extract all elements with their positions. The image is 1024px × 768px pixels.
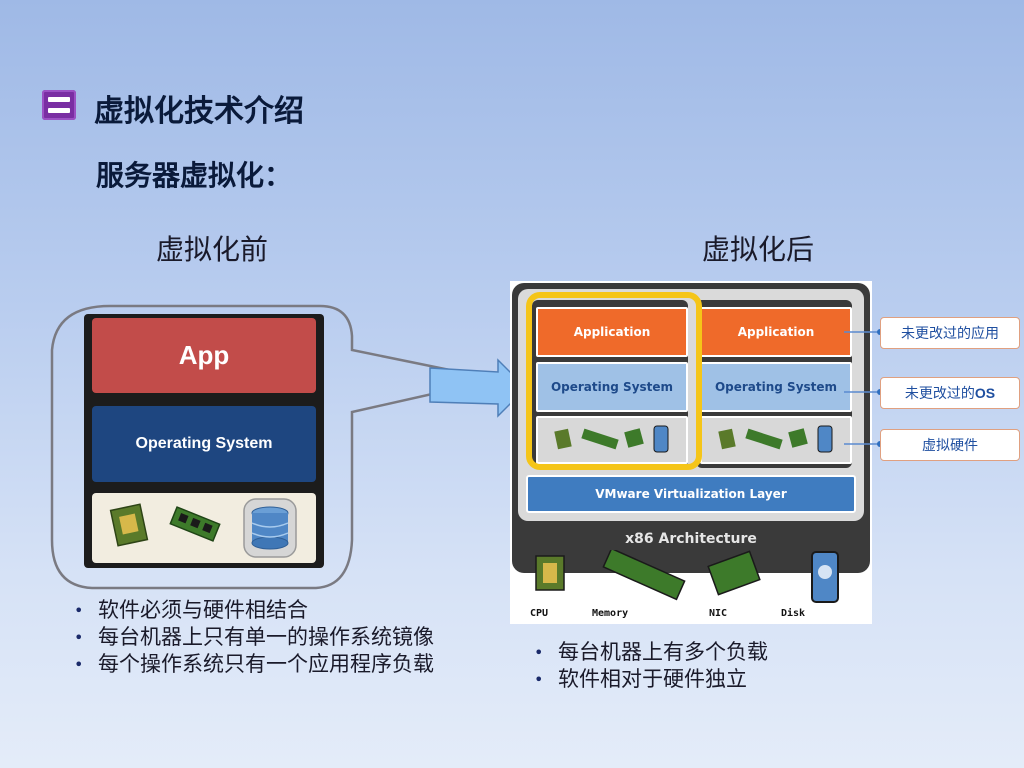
vm2-virtual-hardware xyxy=(700,416,852,464)
virtual-hardware-icons xyxy=(554,425,669,453)
list-item: 每个操作系统只有一个应用程序负载 xyxy=(72,651,434,678)
slide-title: 虚拟化技术介绍 xyxy=(94,94,304,129)
vm1-virtual-hardware xyxy=(536,416,688,464)
list-item: 软件必须与硬件相结合 xyxy=(72,597,434,624)
list-icon xyxy=(42,90,76,120)
vm1-application: Application xyxy=(536,307,688,357)
callout-unchanged-os-prefix: 未更改过的 xyxy=(904,386,975,402)
cpu-chip-icon xyxy=(535,555,565,591)
memory-module-icon xyxy=(602,550,686,601)
before-bullet-list: 软件必须与硬件相结合 每台机器上只有单一的操作系统镜像 每个操作系统只有一个应用… xyxy=(72,597,434,678)
virtual-hardware-icons xyxy=(718,425,833,453)
callout-virtual-hardware: 虚拟硬件 xyxy=(880,429,1020,461)
x86-architecture-label: x86 Architecture xyxy=(625,531,757,547)
callout-unchanged-app-text: 未更改过的应用 xyxy=(901,326,999,342)
physical-hardware-icons xyxy=(535,550,839,603)
app-block: App xyxy=(92,318,316,393)
list-item: 每台机器上有多个负载 xyxy=(532,639,768,666)
nic-card-icon xyxy=(707,550,761,596)
callout-unchanged-os-suffix: OS xyxy=(974,385,996,401)
hardware-block xyxy=(92,493,316,563)
callout-virtual-hardware-text: 虚拟硬件 xyxy=(922,438,978,454)
database-disk-icon xyxy=(243,498,297,558)
list-item: 软件相对于硬件独立 xyxy=(532,666,768,693)
vm1-operating-system: Operating System xyxy=(536,362,688,412)
after-bullet-list: 每台机器上有多个负载 软件相对于硬件独立 xyxy=(532,639,768,693)
callout-unchanged-app: 未更改过的应用 xyxy=(880,317,1020,349)
cpu-label: CPU xyxy=(530,608,549,619)
disk-label: Disk xyxy=(781,608,806,619)
os-block: Operating System xyxy=(92,406,316,482)
after-label: 虚拟化后 xyxy=(702,233,815,266)
list-item: 每台机器上只有单一的操作系统镜像 xyxy=(72,624,434,651)
vm2-application: Application xyxy=(700,307,852,357)
cpu-chip-icon xyxy=(109,503,149,547)
memory-module-icon xyxy=(169,506,221,542)
virtualization-layer: VMware Virtualization Layer xyxy=(526,475,856,513)
memory-label: Memory xyxy=(592,608,629,619)
before-label: 虚拟化前 xyxy=(156,233,269,266)
hardware-icons xyxy=(109,498,297,558)
vm-highlight-frame xyxy=(526,292,702,470)
hard-disk-icon xyxy=(811,551,839,603)
nic-label: NIC xyxy=(709,608,728,619)
slide-subtitle: 服务器虚拟化： xyxy=(96,159,293,192)
vm2-operating-system: Operating System xyxy=(700,362,852,412)
